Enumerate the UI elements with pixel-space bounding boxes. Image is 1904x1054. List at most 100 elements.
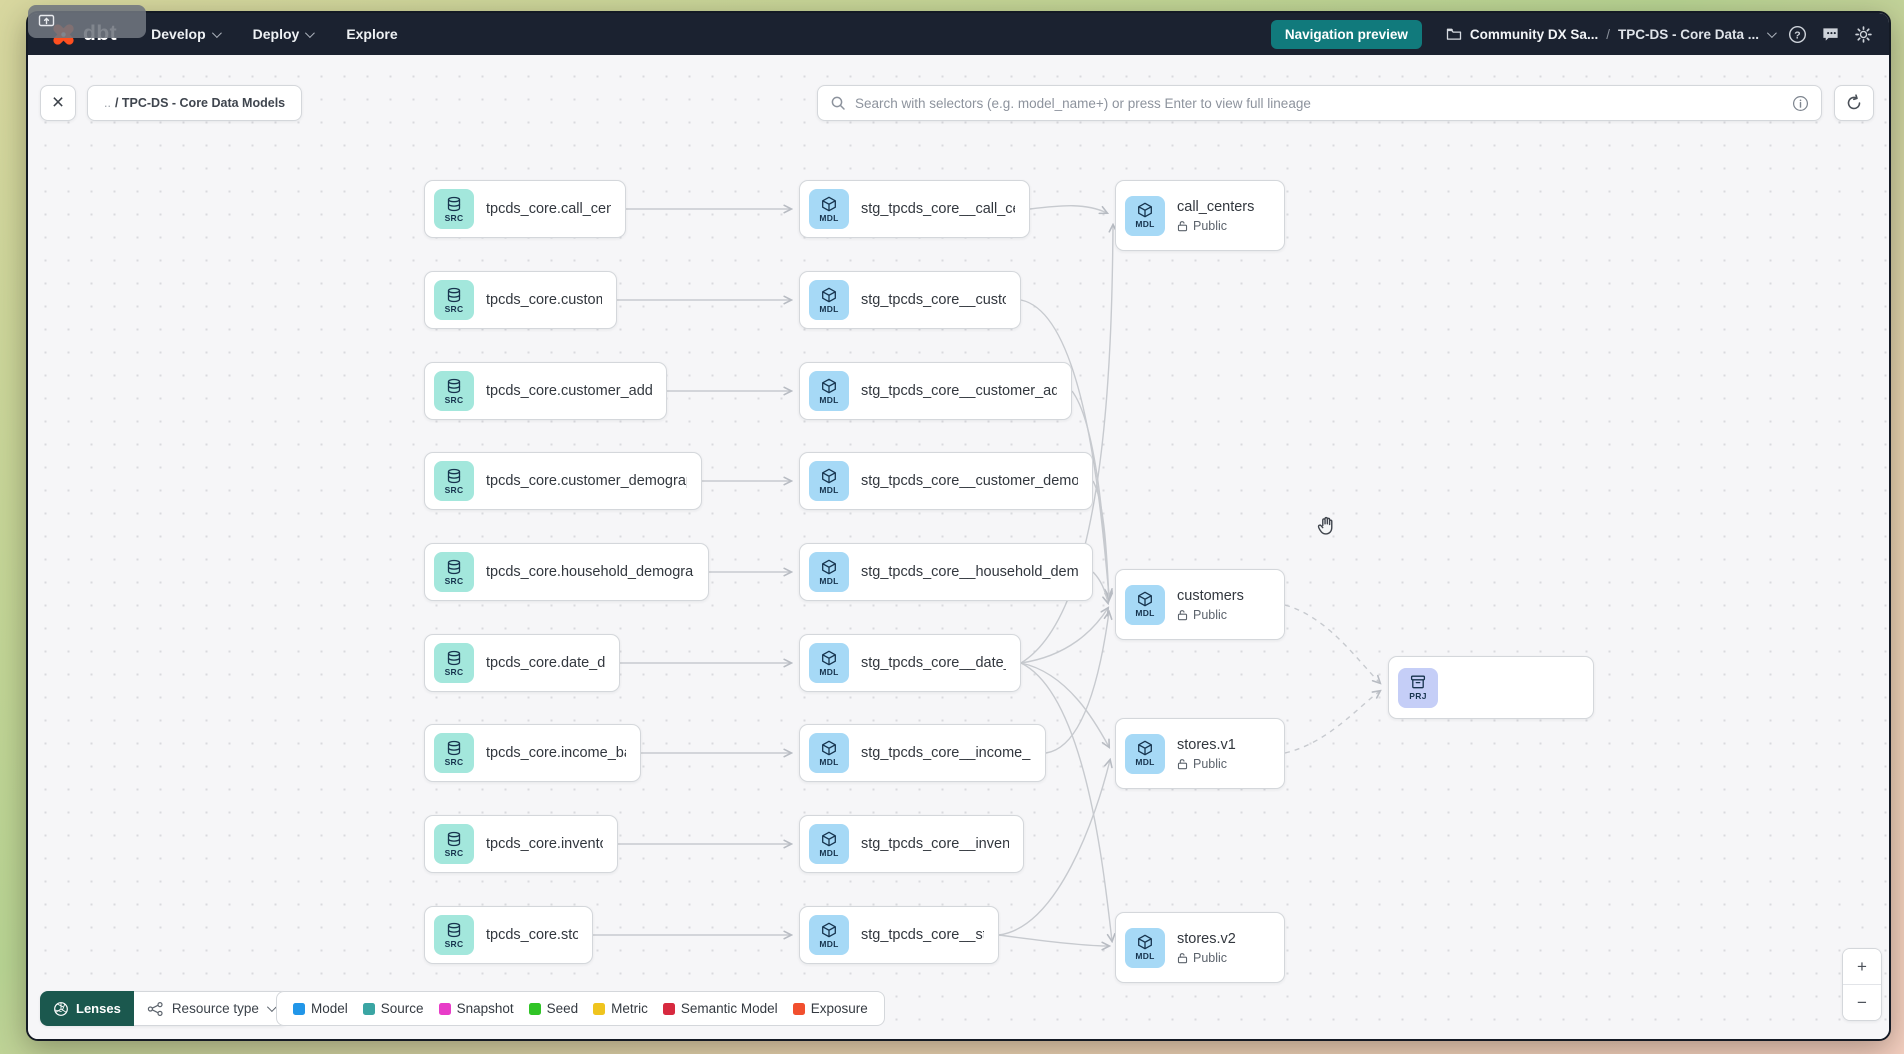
nav-item-develop[interactable]: Develop [151,26,222,42]
main-menu: Develop Deploy Explore [151,26,432,42]
mdl-badge: MDL [809,189,849,229]
settings-gear-icon[interactable] [1854,25,1873,44]
database-icon [446,559,462,575]
lenses-label: Lenses [76,1001,121,1016]
database-icon [446,196,462,212]
database-icon [446,468,462,484]
legend-swatch [662,1002,675,1015]
breadcrumb-account[interactable]: Community DX Sa... [1469,26,1599,42]
src-badge: SRC [434,371,474,411]
svg-text:?: ? [1794,30,1800,41]
nav-item-explore[interactable]: Explore [346,26,398,42]
breadcrumb-project[interactable]: TPC-DS - Core Data ... [1617,26,1759,42]
zoom-controls: + − [1842,948,1882,1021]
info-icon[interactable] [1792,95,1809,112]
nav-item-deploy[interactable]: Deploy [253,26,316,42]
lineage-edge [1020,608,1108,664]
chevron-down-icon[interactable] [1766,27,1777,38]
src-badge: SRC [434,280,474,320]
visibility-public: Public [1177,951,1236,965]
src-badge: SRC [434,733,474,773]
prj-badge: PRJ [1398,667,1438,708]
zoom-out-button[interactable]: − [1843,985,1881,1020]
lineage-edge [1092,480,1109,600]
mdl-badge: MDL [1125,584,1165,625]
help-icon[interactable]: ? [1788,25,1807,44]
lineage-edge [1092,571,1108,603]
lineage-search-bar[interactable] [817,85,1822,121]
resource-type-dropdown[interactable]: Resource type [133,991,288,1026]
visibility-public: Public [1177,757,1236,771]
refresh-icon [1847,94,1861,110]
src-badge: SRC [434,915,474,955]
lineage-edge [1029,205,1107,213]
lineage-edge [1045,612,1109,754]
feedback-icon[interactable] [1821,25,1840,44]
database-icon [446,287,462,303]
cube-icon [821,650,837,666]
src-badge: SRC [434,461,474,501]
cube-icon [821,468,837,484]
mdl-badge: MDL [809,733,849,773]
database-icon [446,740,462,756]
screen-share-icon [38,14,55,26]
legend-item-exposure: Exposure [792,1001,868,1016]
refresh-lineage-button[interactable] [1834,85,1874,121]
src-badge: SRC [434,824,474,864]
legend-swatch [792,1002,805,1015]
legend-item-snapshot: Snapshot [438,1001,514,1016]
breadcrumb-up-level[interactable]: .. [104,96,111,110]
search-input[interactable] [855,95,1783,111]
graph-node-staging-4[interactable]: MDLstg_tpcds_core__household_demogr... [799,543,1093,601]
mdl-badge: MDL [1125,195,1165,236]
cube-icon [821,559,837,575]
close-icon: × [51,91,65,114]
cube-icon [821,196,837,212]
zoom-in-button[interactable]: + [1843,949,1881,984]
close-lineage-button[interactable]: × [40,85,76,121]
graph-node-staging-3[interactable]: MDLstg_tpcds_core__customer_demogra... [799,452,1093,510]
navigation-preview-button[interactable]: Navigation preview [1270,19,1422,49]
legend-item-seed: Seed [528,1001,578,1016]
cube-icon [821,831,837,847]
mdl-badge: MDL [809,371,849,411]
src-badge: SRC [434,552,474,592]
cube-icon [1137,934,1153,950]
cube-icon [821,922,837,938]
cube-icon [1137,740,1153,756]
graph-node-referenced-project[interactable]: PRJ [1388,656,1594,719]
lock-open-icon [1177,952,1188,964]
visibility-public: Public [1177,608,1244,622]
lenses-button[interactable]: Lenses [40,991,134,1026]
mdl-badge: MDL [809,824,849,864]
legend-swatch [362,1002,375,1015]
lineage-edge-cross-project [1284,691,1380,754]
screen-share-pill [28,5,146,38]
resource-type-icon [147,1001,163,1016]
lineage-breadcrumb-chip[interactable]: .. / TPC-DS - Core Data Models [87,85,303,121]
lenses-icon [54,1001,68,1016]
